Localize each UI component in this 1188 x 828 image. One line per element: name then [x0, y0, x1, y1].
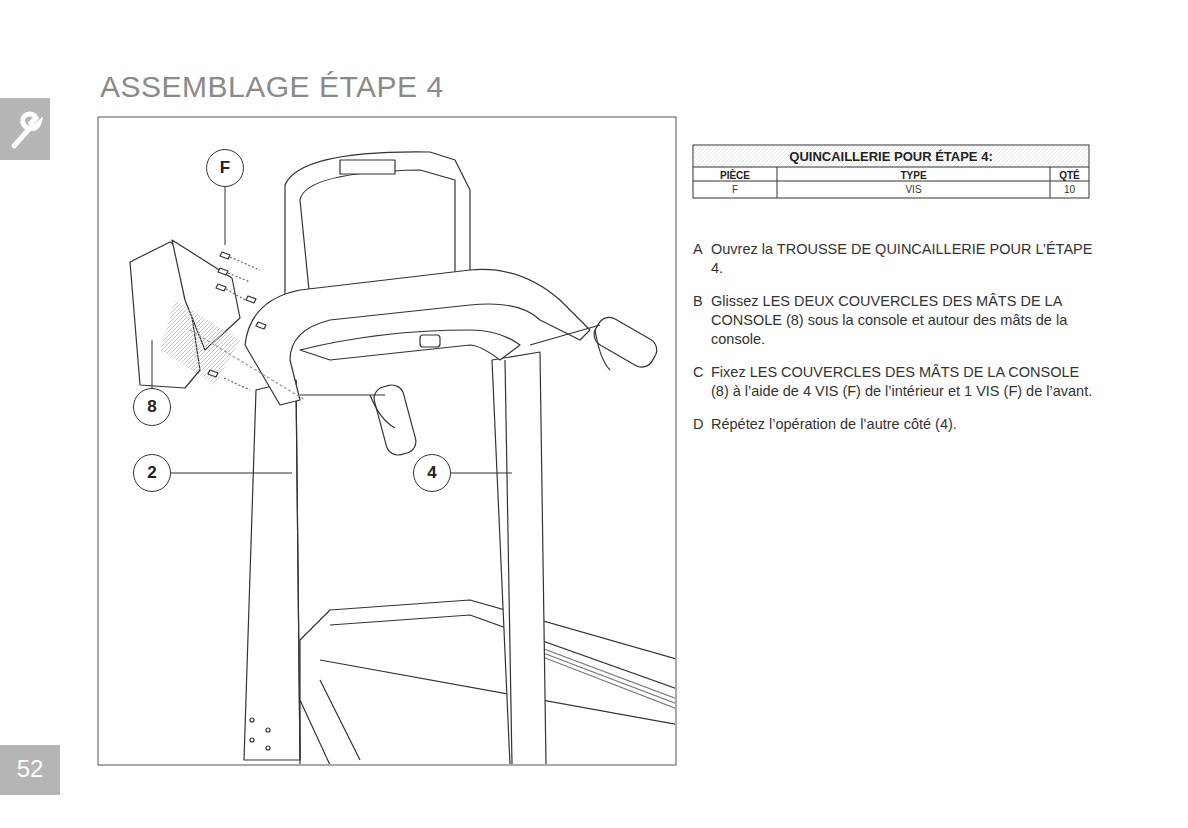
- page-number: 52: [0, 756, 60, 782]
- leader-lines: [152, 187, 512, 473]
- tab: [0, 98, 50, 160]
- page-title: ASSEMBLAGE ÉTAPE 4: [100, 70, 444, 104]
- table-grid: [693, 145, 1089, 198]
- wrench-icon: [14, 114, 39, 146]
- step-text: Répétez l’opération de l’autre côté (4).: [711, 415, 1096, 434]
- table-header: PIÈCE: [693, 170, 777, 181]
- step-letter: D: [693, 415, 703, 434]
- callout-circle: 4: [413, 454, 451, 492]
- table-cell: VIS: [777, 184, 1050, 195]
- step-text: Fixez LES COUVERCLES DES MÂTS DE LA CONS…: [711, 363, 1096, 401]
- table-cell: F: [693, 184, 777, 195]
- callout-circle: F: [206, 149, 244, 187]
- callout-number: F: [220, 158, 230, 178]
- step-letter: B: [693, 292, 703, 311]
- callout-circle: 8: [133, 388, 171, 426]
- step-letter: C: [693, 363, 703, 382]
- table-header: QTÉ: [1050, 170, 1089, 181]
- step-letter: A: [693, 240, 703, 259]
- step-text: Glissez LES DEUX COUVERCLES DES MÂTS DE …: [711, 292, 1096, 349]
- table-title: QUINCAILLERIE POUR ÉTAPE 4:: [693, 150, 1089, 164]
- callout-circle: 2: [133, 454, 171, 492]
- table-cell: 10: [1050, 184, 1089, 195]
- page-tab: [0, 745, 60, 795]
- callout-number: 4: [427, 463, 436, 483]
- step-text: Ouvrez la TROUSSE DE QUINCAILLERIE POUR …: [711, 240, 1096, 278]
- callout-number: 2: [147, 463, 156, 483]
- callout-number: 8: [147, 397, 156, 417]
- table-header: TYPE: [777, 170, 1050, 181]
- treadmill-drawing: [130, 152, 675, 764]
